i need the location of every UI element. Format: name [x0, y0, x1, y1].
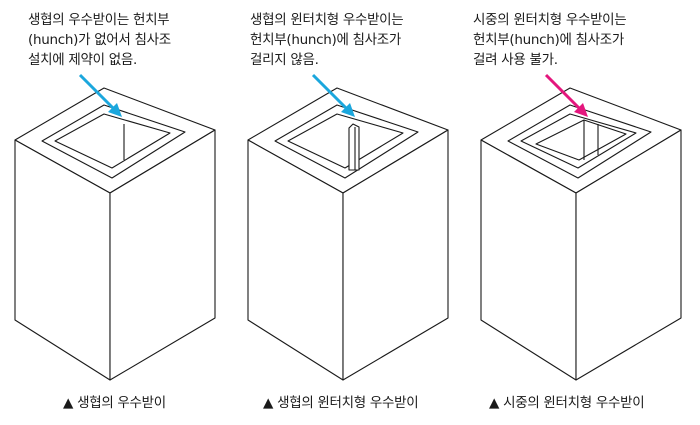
annotation-line-2: (hunch)가 없어서 침사조 — [28, 32, 171, 48]
arrow-head — [574, 103, 588, 117]
arrow-head — [341, 103, 355, 117]
panel-caption: ▲ 생협의 우수받이 — [63, 395, 166, 411]
arrow-shaft — [544, 73, 585, 114]
panel-market-one-touch-catch-basin: 시중의 윈터치형 우수받이는 헌치부(hunch)에 침사조가 걸려 사용 불가… — [466, 0, 699, 425]
hunch-post — [348, 123, 360, 171]
annotation-line-1: 생협의 우수받이는 헌치부 — [28, 12, 170, 28]
basin-right-face — [342, 129, 449, 381]
annotation-line-1: 생협의 윈터치형 우수받이는 — [250, 12, 404, 28]
arrow-head — [108, 103, 122, 117]
annotation-line-3: 걸려 사용 불가. — [473, 52, 558, 68]
basin-opening-inner — [54, 113, 171, 169]
annotation-text: 시중의 윈터치형 우수받이는 헌치부(hunch)에 침사조가 걸려 사용 불가… — [473, 10, 700, 70]
annotation-line-2: 헌치부(hunch)에 침사조가 — [473, 32, 625, 48]
basin-right-face — [109, 129, 216, 381]
catch-basin-illustration — [480, 73, 682, 381]
annotation-line-2: 헌치부(hunch)에 침사조가 — [250, 32, 402, 48]
basin-opening-inner — [287, 113, 404, 169]
annotation-text: 생협의 우수받이는 헌치부 (hunch)가 없어서 침사조 설치에 제약이 없… — [28, 10, 261, 70]
hunch-ledge — [535, 119, 627, 161]
panel-saenghyeop-catch-basin: 생협의 우수받이는 헌치부 (hunch)가 없어서 침사조 설치에 제약이 없… — [0, 0, 233, 425]
arrow-shaft — [311, 73, 352, 114]
annotation-line-1: 시중의 윈터치형 우수받이는 — [473, 12, 627, 28]
catch-basin-illustration — [247, 73, 449, 381]
annotation-line-3: 걸리지 않음. — [250, 52, 319, 68]
catch-basin-illustration — [14, 73, 216, 381]
annotation-text: 생협의 윈터치형 우수받이는 헌치부(hunch)에 침사조가 걸리지 않음. — [250, 10, 483, 70]
panel-caption: ▲ 시중의 윈터치형 우수받이 — [489, 395, 645, 411]
panel-saenghyeop-one-touch-catch-basin: 생협의 윈터치형 우수받이는 헌치부(hunch)에 침사조가 걸리지 않음. … — [233, 0, 466, 425]
basin-right-face — [575, 129, 682, 381]
panel-caption: ▲ 생협의 윈터치형 우수받이 — [263, 395, 419, 411]
arrow-shaft — [78, 73, 119, 114]
annotation-line-3: 설치에 제약이 없음. — [28, 52, 137, 68]
